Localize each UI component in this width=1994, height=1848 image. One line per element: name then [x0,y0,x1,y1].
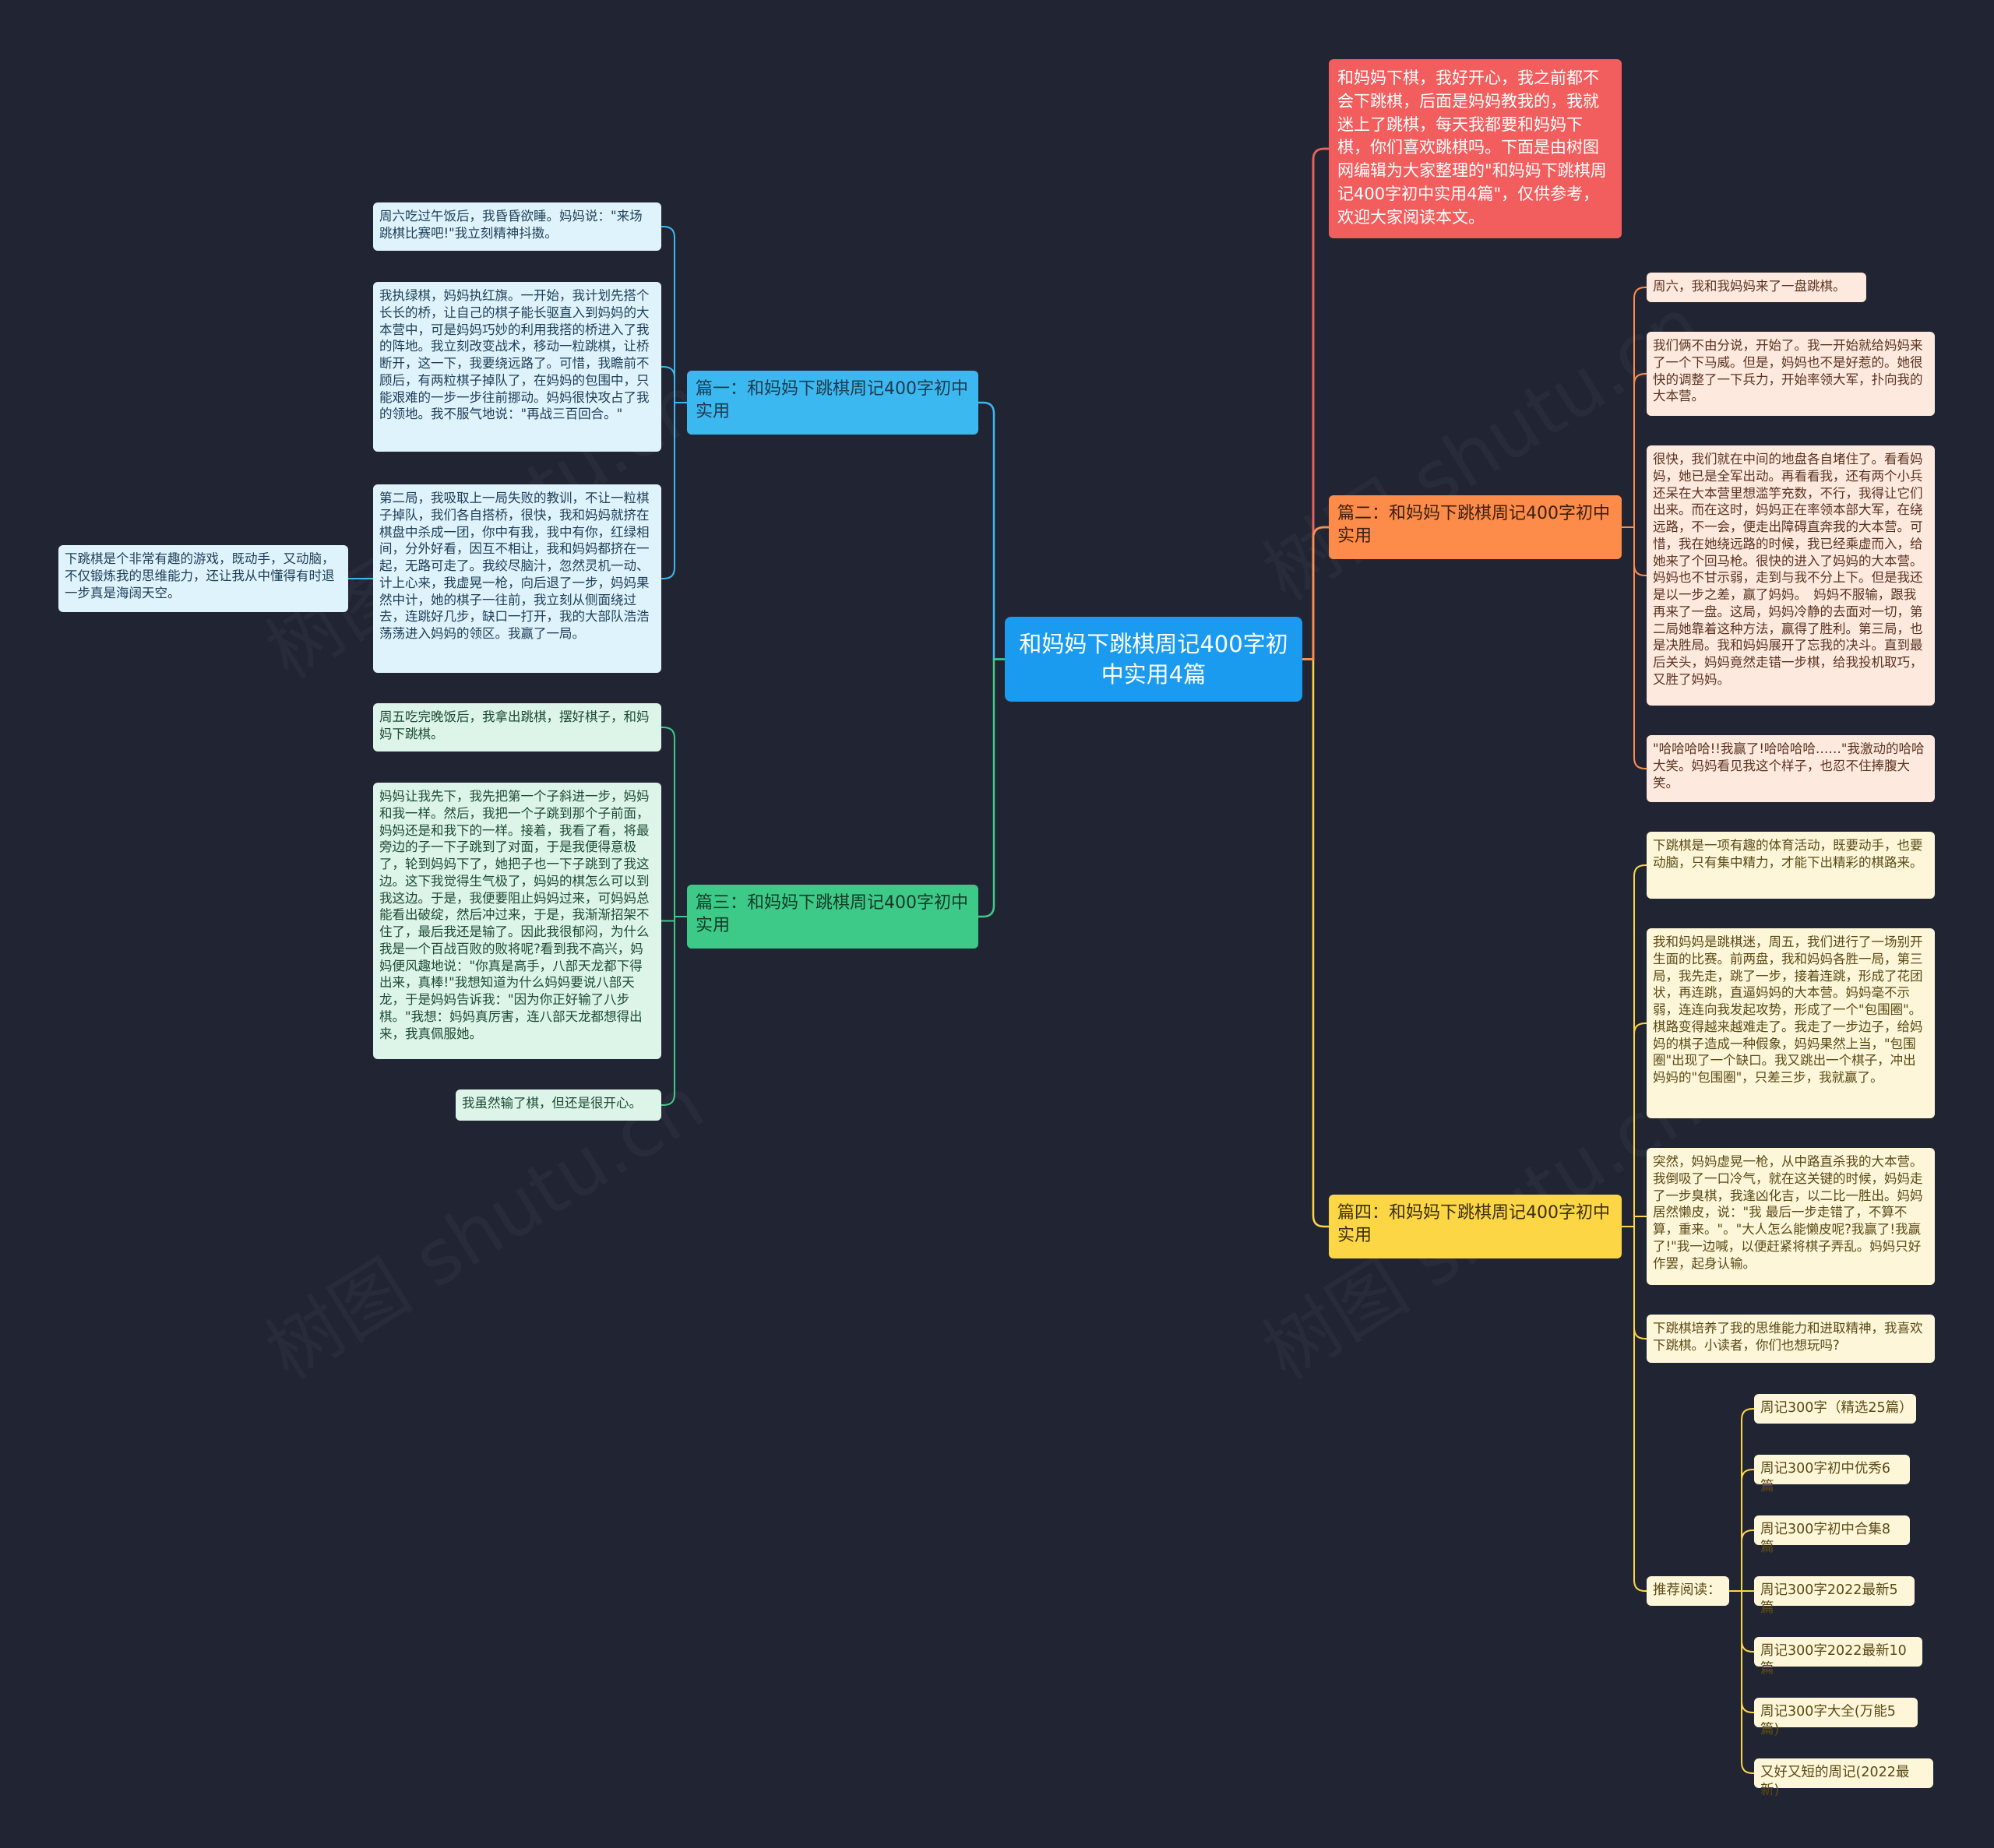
connector-line [1622,373,1647,528]
branch-4-leaf[interactable]: 下跳棋培养了我的思维能力和进取精神，我喜欢下跳棋。小读者，你们也想玩吗? [1647,1315,1935,1363]
branch-1-leaf[interactable]: 第二局，我吸取上一局失败的教训，不让一粒棋子掉队，我们各自搭桥，很快，我和妈妈就… [373,484,661,673]
intro-node[interactable]: 和妈妈下棋，我好开心，我之前都不会下跳棋，后面是妈妈教我的，我就迷上了跳棋，每天… [1329,59,1622,238]
connector-line [1729,1408,1754,1592]
branch-2-leaf[interactable]: 我们俩不由分说，开始了。我一开始就给妈妈来了一个下马威。但是，妈妈也不是好惹的。… [1647,332,1935,416]
recommend-link[interactable]: 周记300字2022最新5篇 [1754,1576,1915,1616]
recommend-label[interactable]: 推荐阅读： [1647,1576,1729,1606]
branch-3[interactable]: 篇三：和妈妈下跳棋周记400字初中实用 [687,885,978,949]
connector-line [1622,287,1647,528]
connector-line [1729,1590,1754,1774]
branch-3-leaf[interactable]: 妈妈让我先下，我先把第一个子斜进一步，妈妈和我一样。然后，我把一个子跳到那个子前… [373,783,661,1059]
root-topic[interactable]: 和妈妈下跳棋周记400字初中实用4篇 [1005,617,1302,702]
branch-3-leaf[interactable]: 我虽然输了棋，但还是很开心。 [456,1089,661,1121]
connector-line [1622,1023,1647,1227]
connector-line [1729,1529,1754,1592]
connector-line [1622,1216,1647,1227]
branch-3-leaf[interactable]: 周五吃完晚饭后，我拿出跳棋，摆好棋子，和妈妈下跳棋。 [373,703,661,752]
connector-line [1302,147,1329,660]
recommend-link[interactable]: 周记300字2022最新10篇 [1754,1637,1922,1677]
connector-line [978,401,1005,660]
branch-2-leaf[interactable]: 很快，我们就在中间的地盘各自堵住了。看看妈妈，她已是全军出动。再看看我，还有两个… [1647,445,1935,706]
connector-line [661,727,687,917]
recommend-link[interactable]: 周记300字大全(万能5篇) [1754,1698,1918,1737]
connector-line [1622,1226,1647,1592]
branch-4[interactable]: 篇四：和妈妈下跳棋周记400字初中实用 [1329,1195,1622,1258]
connector-line [661,366,687,403]
connector-line [1302,658,1329,1228]
connector-line [661,916,687,1106]
connector-line [978,658,1005,918]
recommend-link[interactable]: 又好又短的周记(2022最新) [1754,1758,1933,1798]
branch-4-leaf[interactable]: 下跳棋是一项有趣的体育活动，既要动手，也要动脑，只有集中精力，才能下出精彩的棋路… [1647,832,1935,899]
branch-1-leaf[interactable]: 我执绿棋，妈妈执红旗。一开始，我计划先搭个长长的桥，让自己的棋子能长驱直入到妈妈… [373,282,661,452]
connector-line [661,226,687,403]
connector-line [1729,1469,1754,1592]
branch-2[interactable]: 篇二：和妈妈下跳棋周记400字初中实用 [1329,495,1622,559]
connector-line [1302,526,1329,660]
connector-line [1622,526,1647,769]
branch-2-leaf[interactable]: 周六，我和我妈妈来了一盘跳棋。 [1647,273,1866,302]
branch-1-subleaf[interactable]: 下跳棋是个非常有趣的游戏，既动手，又动脑，不仅锻炼我的思维能力，还让我从中懂得有… [58,545,348,612]
branch-4-leaf[interactable]: 突然，妈妈虚晃一枪，从中路直杀我的大本营。我倒吸了一口冷气，就在这关键的时候，妈… [1647,1148,1935,1285]
connector-line [661,402,687,579]
connector-line [1622,864,1647,1227]
branch-1-leaf[interactable]: 周六吃过午饭后，我昏昏欲睡。妈妈说："来场跳棋比赛吧!"我立刻精神抖擞。 [373,202,661,251]
branch-4-leaf[interactable]: 我和妈妈是跳棋迷，周五，我们进行了一场别开生面的比赛。前两盘，我和妈妈各胜一局，… [1647,928,1935,1118]
connector-line [1302,147,1329,660]
connector-line [1302,526,1329,660]
recommend-link[interactable]: 周记300字（精选25篇） [1754,1394,1916,1424]
branch-1[interactable]: 篇一：和妈妈下跳棋周记400字初中实用 [687,371,978,435]
recommend-link[interactable]: 周记300字初中优秀6篇 [1754,1455,1910,1494]
recommend-link[interactable]: 周记300字初中合集8篇 [1754,1515,1910,1555]
branch-2-leaf[interactable]: "哈哈哈哈!!我赢了!哈哈哈哈……"我激动的哈哈大笑。妈妈看见我这个样子，也忍不… [1647,735,1935,802]
